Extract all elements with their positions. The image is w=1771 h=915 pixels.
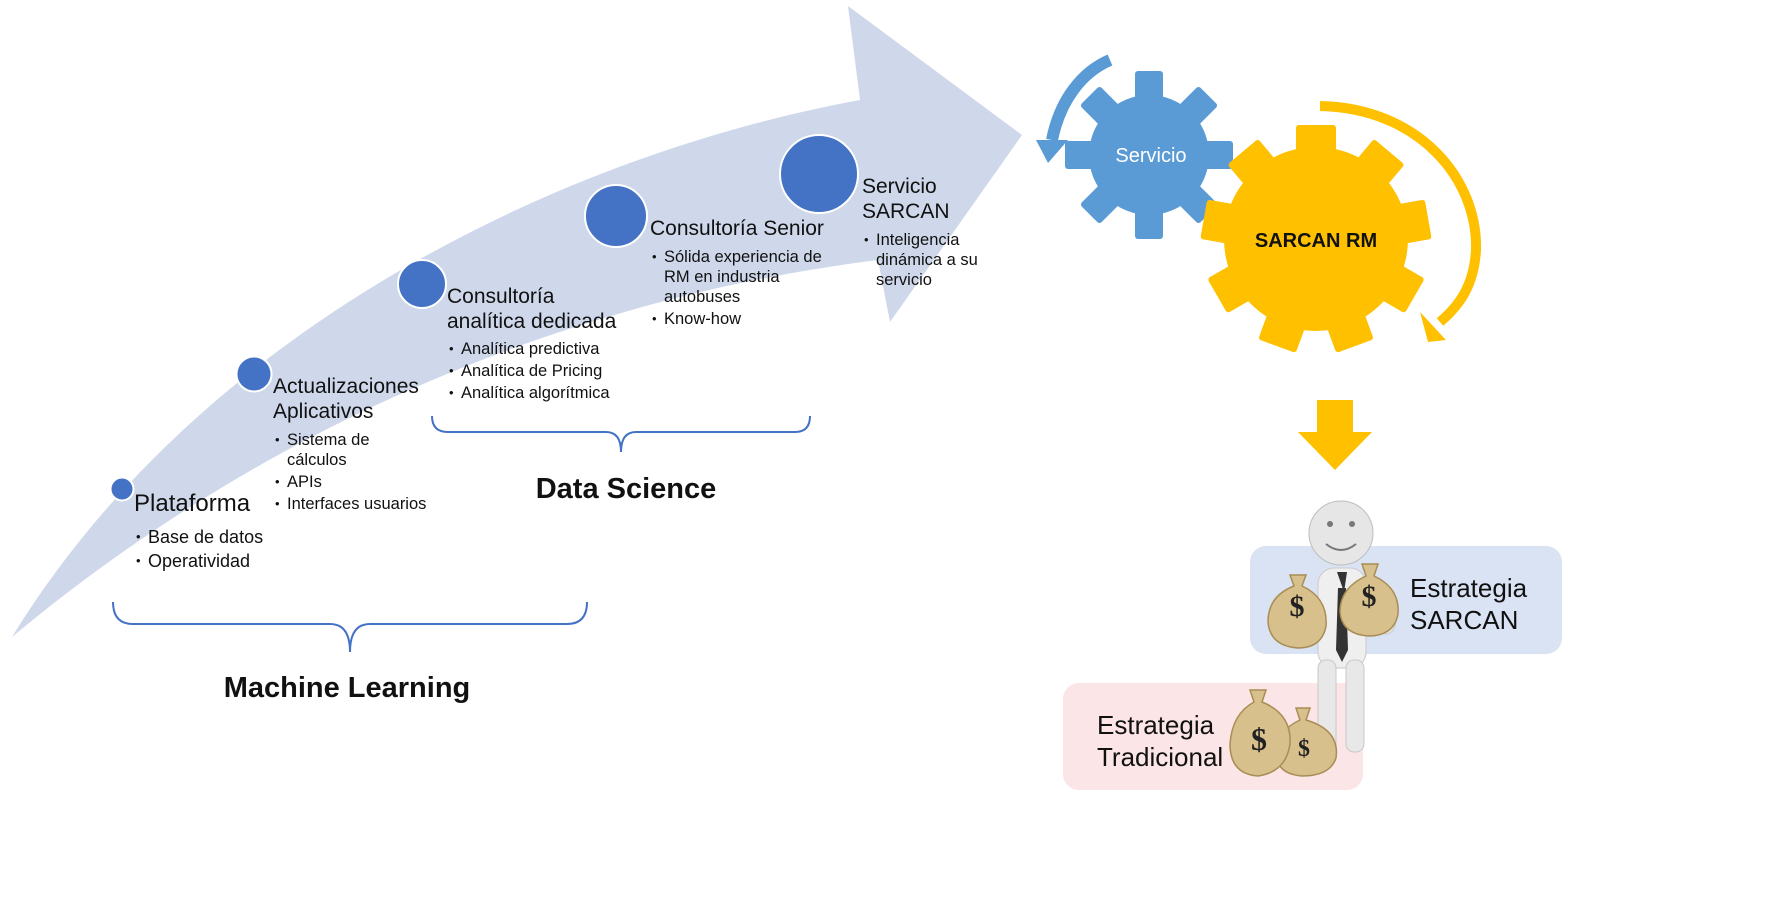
stage-bullets: Sistema de cálculos APIs Interfaces usua… [273,430,433,514]
dollar-icon: $ [1298,736,1310,762]
group-label-machine-learning: Machine Learning [223,672,471,704]
stage-title: Servicio SARCAN [862,175,950,223]
stage-actualizaciones: Actualizaciones Aplicativos Sistema de c… [273,374,426,516]
dollar-icon: $ [1290,590,1305,623]
stage-consultoria-senior: Consultoría Senior Sólida experiencia de… [650,216,830,331]
node-consultoria-analitica [397,259,447,309]
money-bag-icon: $ [1339,563,1399,637]
brace-data-science [431,415,811,453]
bullet-item: Sistema de cálculos [273,430,433,470]
node-actualizaciones [235,355,273,393]
stage-bullets: Base de datos Operatividad [134,526,274,572]
stage-plataforma: Plataforma Base de datos Operatividad [134,490,274,574]
strategy-sarcan-label: Estrategia SARCAN [1410,573,1528,635]
gear-sarcan-rm [1200,125,1432,353]
bullet-item: Operatividad [134,550,274,572]
stage-title: Plataforma [134,490,251,517]
bullet-item: Interfaces usuarios [273,494,433,514]
rotation-arrow-yellow [1319,101,1482,326]
rotation-arrow-blue [1046,54,1113,142]
bullet-item: Analítica predictiva [447,339,647,359]
bullet-item: Inteligencia dinámica a su servicio [862,230,987,290]
bullet-item: Analítica de Pricing [447,361,647,381]
stage-title: Actualizaciones Aplicativos [273,375,419,423]
stage-bullets: Analítica predictiva Analítica de Pricin… [447,339,647,403]
stage-title: Consultoría Senior [650,217,824,240]
strategy-traditional-label: Estrategia Tradicional [1097,710,1224,772]
brace-machine-learning [112,601,588,653]
group-label-data-science: Data Science [535,473,717,505]
gear-sarcan-rm-label: SARCAN RM [1255,230,1377,252]
bullet-item: Sólida experiencia de RM en industria au… [650,247,822,307]
dollar-icon: $ [1362,580,1377,613]
money-bag-icon: $ [1229,689,1291,777]
stage-bullets: Inteligencia dinámica a su servicio [862,230,987,290]
node-consultoria-senior [584,184,648,248]
node-plataforma [109,476,135,502]
stage-title: Consultoría analítica dedicada [447,285,617,333]
node-servicio-sarcan [779,134,859,214]
gear-servicio [1065,71,1233,239]
smile-icon [1325,543,1357,551]
stage-bullets: Sólida experiencia de RM en industria au… [650,247,822,329]
money-bag-icon: $ [1267,574,1327,649]
rotation-arrowhead-yellow [1420,312,1446,342]
down-arrow [1298,400,1372,470]
eye-left-icon [1327,521,1333,527]
eye-right-icon [1349,521,1355,527]
stage-consultoria-analitica: Consultoría analítica dedicada Analítica… [447,284,617,405]
bullet-item: Base de datos [134,526,274,548]
bullet-item: Know-how [650,309,822,329]
dollar-icon: $ [1251,721,1267,757]
bullet-item: APIs [273,472,433,492]
stage-servicio-sarcan: Servicio SARCAN Inteligencia dinámica a … [862,174,1022,292]
rotation-arrowhead-blue [1036,140,1068,163]
gear-servicio-label: Servicio [1115,145,1186,167]
bullet-item: Analítica algorítmica [447,383,647,403]
progress-arrow [12,6,1022,637]
